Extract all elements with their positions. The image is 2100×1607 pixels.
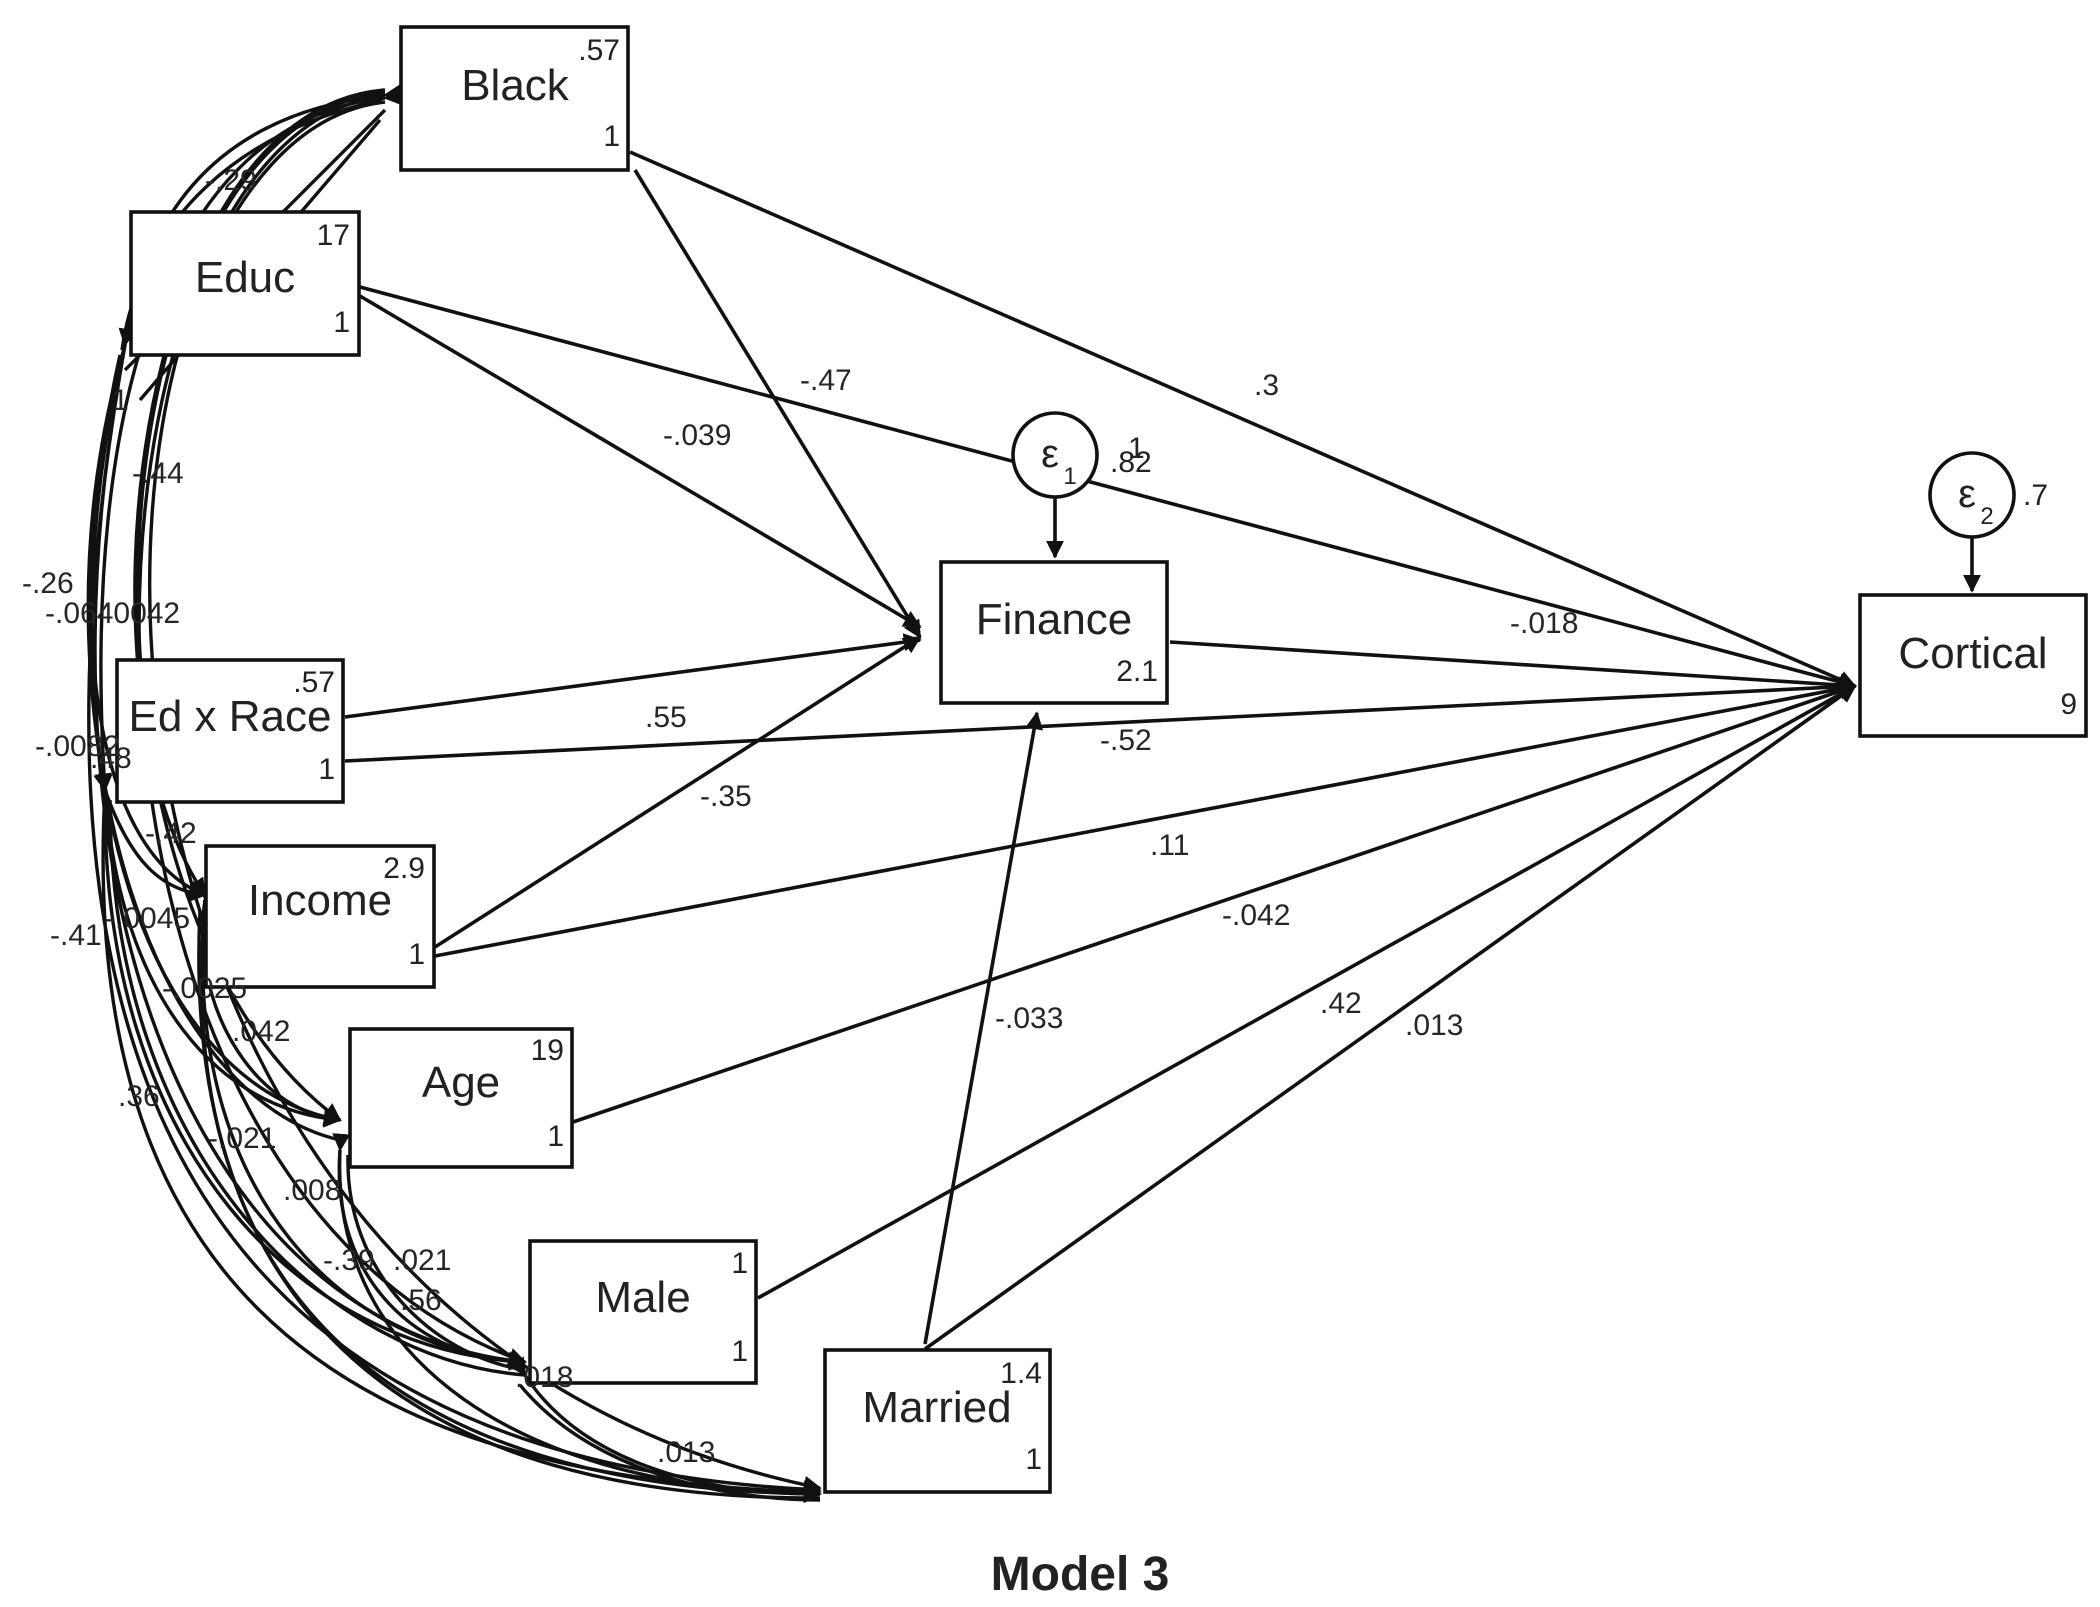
var-name-married: Married <box>862 1383 1011 1432</box>
var-mean-income: 2.9 <box>383 852 425 885</box>
var-var-black: 1 <box>603 120 620 153</box>
cov-label: .018 <box>515 1361 573 1394</box>
cov-curve-male-married <box>508 1356 822 1504</box>
error-subscript-e2: 2 <box>1980 503 1993 530</box>
path-label-edrace-finance: .55 <box>645 701 687 734</box>
cov-label: -.021 <box>208 1122 276 1155</box>
arrow-edrace-finance <box>344 633 922 719</box>
var-mean-educ: 17 <box>317 219 350 252</box>
var-var-age: 1 <box>547 1120 564 1153</box>
cov-curve-male-married-2 <box>518 1383 821 1502</box>
figure-caption: Model 3 <box>991 1548 1170 1601</box>
var-box-finance <box>939 560 1169 705</box>
arrow-finance-cortical <box>1169 640 1857 694</box>
error-extra-e1: 1 <box>1128 432 1145 465</box>
var-name-black: Black <box>461 61 570 110</box>
var-var-edrace: 1 <box>318 753 335 786</box>
error-value-e1: .82 <box>1110 446 1152 479</box>
error-symbol-e1: ε <box>1041 432 1059 476</box>
arrow-married-cortical <box>923 684 1857 1351</box>
var-name-male: Male <box>595 1273 690 1322</box>
path-label-black-cortical: .3 <box>1254 369 1279 402</box>
cov-label: .021 <box>393 1244 451 1277</box>
path-label-educ-finance: -.039 <box>663 419 731 452</box>
var-name-edrace: Ed x Race <box>129 692 332 741</box>
path-label-married-finance: -.033 <box>995 1002 1063 1035</box>
path-label-male-cortical: .42 <box>1320 987 1362 1020</box>
arrow-male-cortical <box>757 684 1857 1300</box>
var-mean-black: .57 <box>578 34 620 67</box>
var-box-male <box>528 1239 758 1385</box>
var-mean-male: 1 <box>731 1247 748 1280</box>
var-mean-age: 19 <box>531 1034 564 1067</box>
arrow-married-finance <box>923 711 1044 1345</box>
var-mean-cortical: 9 <box>2060 688 2077 721</box>
var-box-educ <box>129 210 361 357</box>
arrow-black-cortical <box>629 150 1857 688</box>
arrow-age-cortical <box>572 682 1857 1124</box>
arrow-edrace-cortical <box>344 677 1857 763</box>
var-var-educ: 1 <box>333 306 350 339</box>
path-label-black-finance: -.47 <box>800 364 852 397</box>
cov-label: -.0640042 <box>45 597 180 630</box>
cov-label: -.0082 <box>35 730 120 763</box>
var-var-male: 1 <box>731 1335 748 1368</box>
var-name-income: Income <box>248 876 392 925</box>
var-box-age <box>348 1027 574 1169</box>
path-label-educ-cortical: -.018 <box>1510 607 1578 640</box>
covariance-curves <box>86 84 822 1504</box>
var-box-cortical <box>1858 593 2088 738</box>
cov-label: -.26 <box>22 567 74 600</box>
cov-label: -.42 <box>145 817 197 850</box>
cov-label: 1 <box>112 384 129 417</box>
cov-curve-age-male-2 <box>346 1154 526 1372</box>
arrow-income-cortical <box>434 680 1857 958</box>
cov-label: .042 <box>232 1015 290 1048</box>
var-box-married <box>823 1348 1052 1494</box>
path-label-age-cortical: -.042 <box>1222 899 1290 932</box>
var-name-finance: Finance <box>976 595 1133 644</box>
cov-label: .56 <box>400 1284 442 1317</box>
cov-label: -.41 <box>50 919 102 952</box>
cov-label: -.0025 <box>162 972 247 1005</box>
var-box-income <box>204 844 436 989</box>
cov-label: .013 <box>657 1436 715 1469</box>
arrow-black-finance <box>633 169 922 639</box>
cov-curve-edrace-income <box>103 789 207 903</box>
cov-label: -.44 <box>132 457 184 490</box>
cov-label: .36 <box>118 1080 160 1113</box>
cov-label: -.0045 <box>105 902 190 935</box>
arrow-educ-finance <box>359 294 922 629</box>
cov-label: -.39 <box>323 1244 375 1277</box>
var-name-cortical: Cortical <box>1898 629 2047 678</box>
error-symbol-e2: ε <box>1958 472 1976 516</box>
path-arrows <box>344 150 1981 1351</box>
arrow-income-finance <box>434 635 922 949</box>
var-mean-edrace: .57 <box>293 666 335 699</box>
var-var-income: 1 <box>408 938 425 971</box>
path-label-married-cortical: .013 <box>1405 1009 1463 1042</box>
path-label-edrace-cortical: -.52 <box>1100 724 1152 757</box>
var-var-married: 1 <box>1025 1443 1042 1476</box>
arrow-educ-cortical <box>359 285 1857 691</box>
var-name-age: Age <box>422 1058 500 1107</box>
error-circle-e2 <box>1928 451 2016 539</box>
cov-label: .008 <box>283 1174 341 1207</box>
error-subscript-e1: 1 <box>1063 463 1076 490</box>
var-mean-married: 1.4 <box>1000 1357 1042 1390</box>
cov-label: -.29 <box>205 164 257 197</box>
error-circle-e1 <box>1011 411 1099 499</box>
cov-label: .48 <box>90 742 132 775</box>
var-name-educ: Educ <box>195 253 295 302</box>
path-label-income-cortical: .11 <box>1150 829 1189 862</box>
error-value-e2: .7 <box>2023 479 2048 512</box>
var-box-black <box>399 25 630 172</box>
var-box-edrace <box>115 658 345 804</box>
var-mean-finance: 2.1 <box>1116 655 1158 688</box>
path-label-income-finance: -.35 <box>700 780 752 813</box>
